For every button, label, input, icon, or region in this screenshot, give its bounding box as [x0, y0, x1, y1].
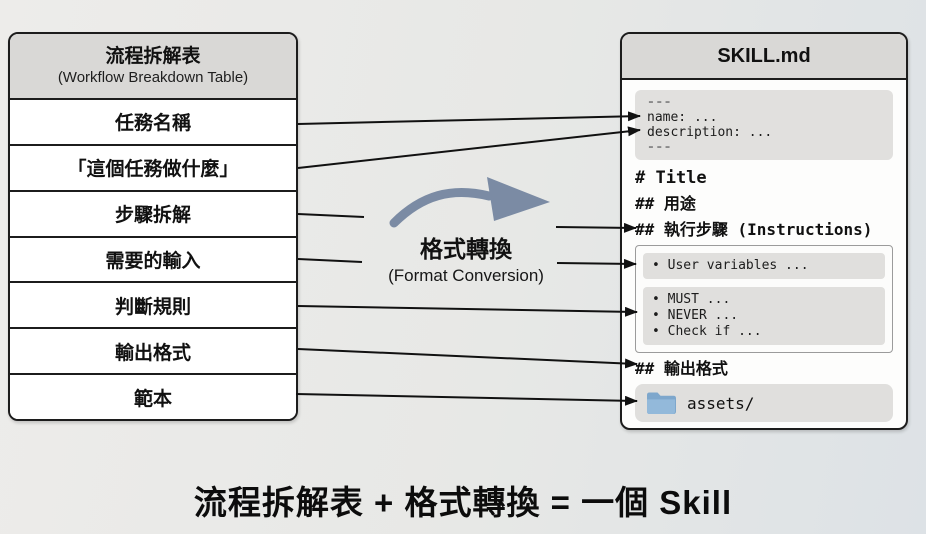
- format-conversion-label-group: 格式轉換 (Format Conversion): [368, 230, 564, 286]
- workflow-row-step-breakdown: 步驟拆解: [10, 191, 296, 238]
- workflow-table-title: 流程拆解表: [105, 46, 201, 67]
- frontmatter-delimiter-top: ---: [647, 95, 672, 110]
- rule-check-line: • Check if ...: [652, 324, 762, 339]
- bottom-caption: 流程拆解表 + 格式轉換 = 一個 Skill: [193, 484, 733, 521]
- connector-arrow-task-name: [297, 111, 641, 125]
- folder-icon: [647, 392, 676, 414]
- connector-arrow-input-left-segment: [297, 258, 363, 263]
- assets-block: assets/: [635, 384, 893, 422]
- frontmatter-delimiter-bottom: ---: [647, 140, 672, 155]
- skill-output-heading: ## 輸出格式: [635, 359, 728, 378]
- swoosh-arrow: [389, 177, 550, 228]
- rule-never-line: • NEVER ...: [652, 308, 739, 323]
- workflow-table-header: 流程拆解表 (Workflow Breakdown Table): [10, 34, 296, 100]
- frontmatter-block: --- name: ... description: ... ---: [635, 90, 893, 160]
- skill-md-body: --- name: ... description: ... --- # Tit…: [622, 80, 906, 428]
- workflow-row-output-format: 輸出格式: [10, 329, 296, 376]
- workflow-row-template: 範本: [10, 375, 296, 420]
- connector-arrow-task-purpose: [297, 126, 641, 169]
- connector-arrow-steps-left-segment: [297, 213, 365, 218]
- format-conversion-label: 格式轉換: [420, 236, 512, 262]
- assets-label: assets/: [687, 393, 755, 413]
- rule-must-line: • MUST ...: [652, 292, 731, 307]
- frontmatter-description-line: description: ...: [647, 125, 773, 140]
- skill-usage-heading: ## 用途: [635, 194, 696, 213]
- workflow-table-subtitle: (Workflow Breakdown Table): [57, 69, 249, 86]
- workflow-row-judgment-rules: 判斷規則: [10, 283, 296, 330]
- format-conversion-sublabel: (Format Conversion): [388, 266, 544, 285]
- skill-instructions-heading: ## 執行步驟 (Instructions): [635, 220, 873, 239]
- instructions-container: • User variables ... • MUST ... • NEVER …: [635, 245, 893, 353]
- workflow-breakdown-table: 流程拆解表 (Workflow Breakdown Table) 任務名稱 「這…: [8, 32, 298, 421]
- skill-md-card: SKILL.md --- name: ... description: ... …: [620, 32, 908, 430]
- workflow-row-task-name: 任務名稱: [10, 100, 296, 146]
- connector-arrow-rules: [297, 305, 638, 317]
- skill-md-header: SKILL.md: [622, 34, 906, 80]
- workflow-table-rows: 任務名稱 「這個任務做什麼」 步驟拆解 需要的輸入 判斷規則 輸出格式 範本: [10, 100, 296, 420]
- rules-block: • MUST ... • NEVER ... • Check if ...: [643, 287, 885, 345]
- connector-arrow-template: [295, 393, 638, 406]
- workflow-row-required-input: 需要的輸入: [10, 237, 296, 284]
- workflow-row-task-purpose: 「這個任務做什麼」: [10, 145, 296, 192]
- user-variables-block: • User variables ...: [643, 253, 885, 279]
- frontmatter-name-line: name: ...: [647, 110, 718, 125]
- connector-arrow-output-format: [297, 348, 638, 369]
- skill-title-heading: # Title: [635, 168, 707, 188]
